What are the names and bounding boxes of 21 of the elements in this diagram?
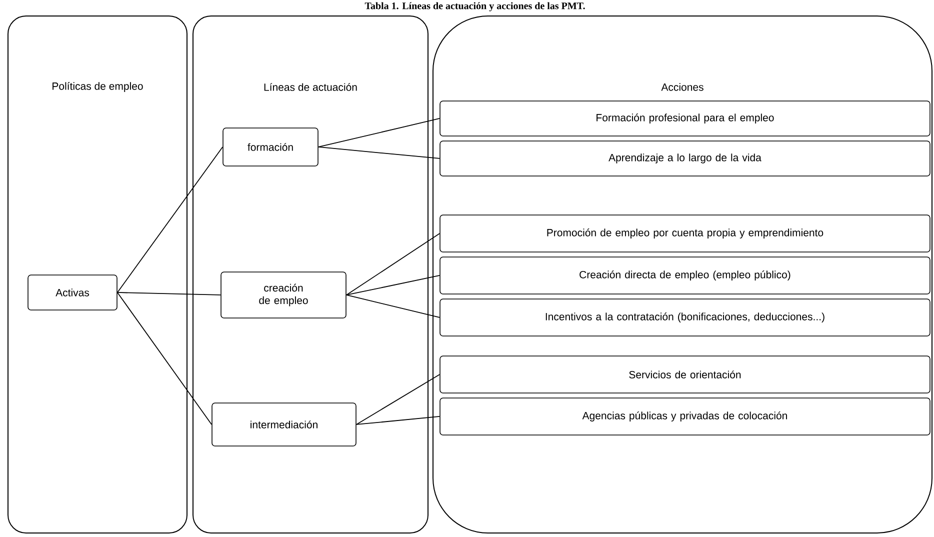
connector-line xyxy=(318,146,440,159)
connector-line xyxy=(346,275,440,296)
connector-line xyxy=(356,374,440,425)
connector-line xyxy=(346,294,440,318)
text-box: Incentivos a la contratación (bonificaciones, deducciones...) xyxy=(440,298,930,336)
text-box: Formación profesional para el empleo xyxy=(440,100,930,136)
text-box: creación de empleo xyxy=(220,272,346,318)
text-box: Servicios de orientación xyxy=(440,356,930,394)
connector-line xyxy=(346,233,440,296)
text-box: intermediación xyxy=(212,402,356,446)
text-box: formación xyxy=(222,128,318,166)
title: Tabla 1. Líneas de actuación y acciones de las PMT. xyxy=(364,2,585,12)
text-box: Aprendizaje a lo largo de la vida xyxy=(440,140,930,176)
text-box: Activas xyxy=(28,274,118,310)
text-box: Promoción de empleo por cuenta propia y emprendimiento xyxy=(440,214,930,252)
text-box: Creación directa de empleo (empleo público) xyxy=(440,256,930,294)
text-box: Agencias públicas y privadas de colocación xyxy=(440,398,930,436)
connector-line xyxy=(356,416,440,425)
connector-line xyxy=(116,292,222,296)
connector-line xyxy=(116,146,224,293)
connector-line xyxy=(318,118,440,148)
